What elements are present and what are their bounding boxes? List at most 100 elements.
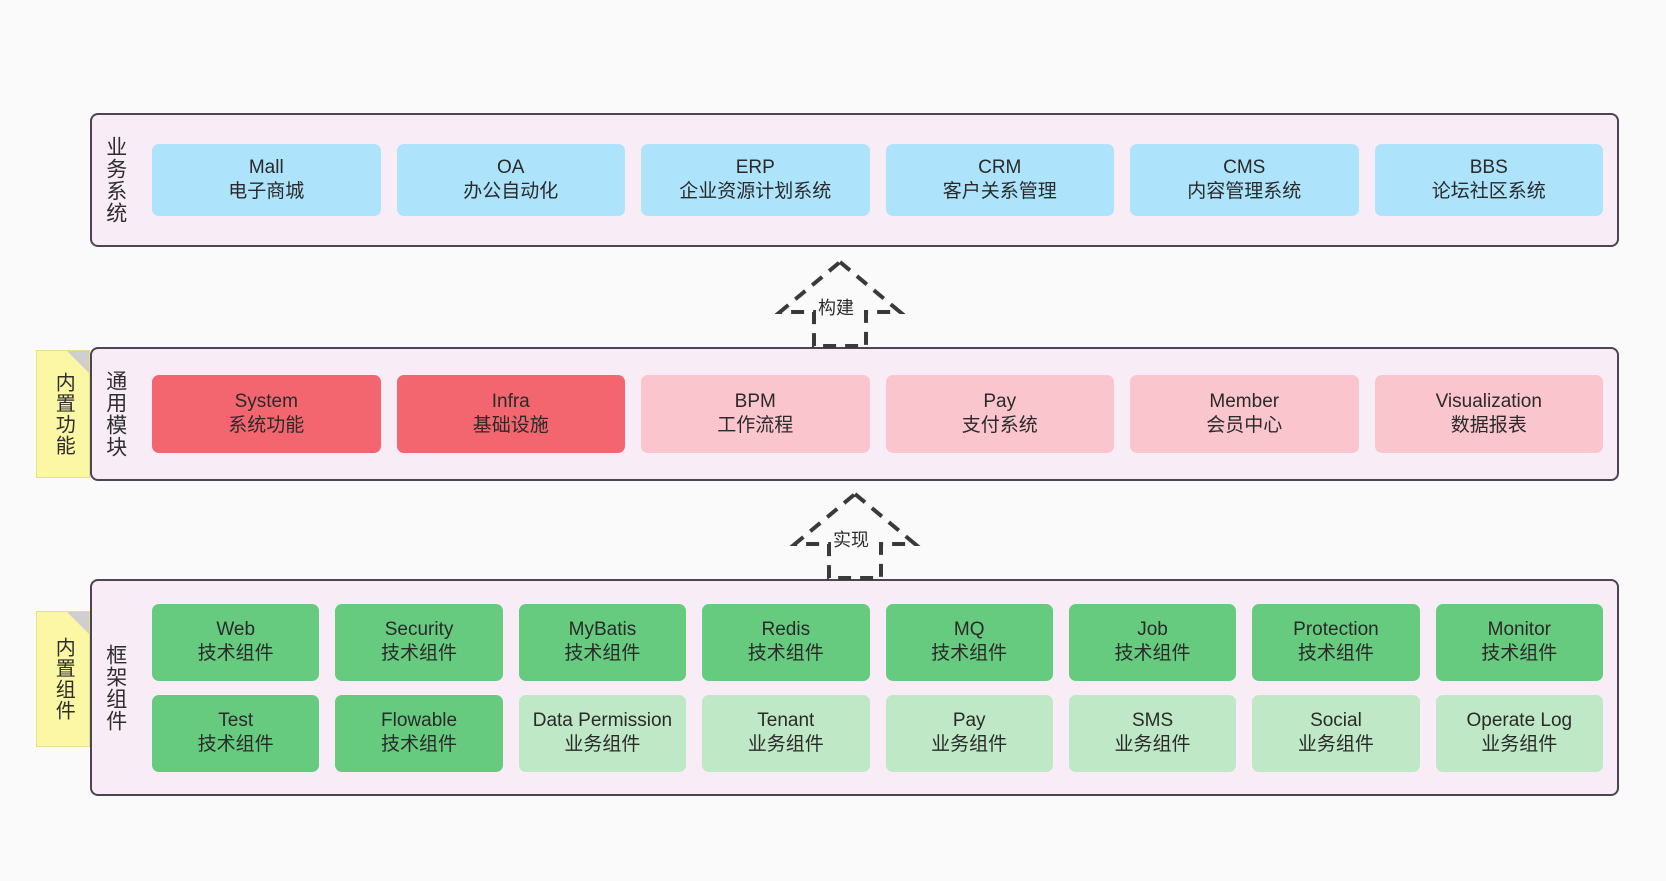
card-subtitle: 技术组件 bbox=[1297, 643, 1374, 664]
card-row: System 系统功能 Infra 基础设施 BPM 工作流程 Pay 支付系统… bbox=[152, 375, 1603, 453]
card-subtitle: 技术组件 bbox=[381, 734, 458, 755]
card-title: Pay bbox=[983, 390, 1017, 412]
layer-business-systems: 业务系统 Mall 电子商城 OA 办公自动化 ERP 企业资源计划系统 CRM… bbox=[90, 113, 1619, 247]
card-title: CMS bbox=[1223, 156, 1266, 178]
card-subtitle: 技术组件 bbox=[1481, 643, 1558, 664]
card-title: Test bbox=[218, 709, 254, 731]
card-subtitle: 企业资源计划系统 bbox=[679, 181, 832, 202]
card-subtitle: 技术组件 bbox=[564, 643, 641, 664]
note-label: 内置功能 bbox=[52, 372, 75, 456]
card-subtitle: 业务组件 bbox=[1481, 734, 1558, 755]
card-sms[interactable]: SMS 业务组件 bbox=[1068, 694, 1237, 772]
card-title: Protection bbox=[1293, 618, 1379, 640]
card-monitor[interactable]: Monitor 技术组件 bbox=[1435, 603, 1603, 681]
card-title: BBS bbox=[1469, 156, 1508, 178]
card-subtitle: 技术组件 bbox=[197, 734, 274, 755]
note-label: 内置组件 bbox=[52, 637, 75, 721]
card-subtitle: 内容管理系统 bbox=[1187, 181, 1302, 202]
card-row: Web 技术组件 Security 技术组件 MyBatis 技术组件 Redi… bbox=[152, 603, 1603, 681]
card-title: System bbox=[234, 390, 298, 412]
card-title: OA bbox=[497, 156, 525, 178]
card-subtitle: 业务组件 bbox=[1114, 734, 1191, 755]
card-subtitle: 业务组件 bbox=[747, 734, 824, 755]
card-subtitle: 电子商城 bbox=[228, 181, 305, 202]
card-title: ERP bbox=[735, 156, 775, 178]
arrow-implement: 实现 bbox=[765, 488, 945, 580]
card-title: Data Permission bbox=[532, 709, 673, 731]
card-title: Infra bbox=[491, 390, 530, 412]
card-subtitle: 办公自动化 bbox=[463, 181, 559, 202]
card-operate-log[interactable]: Operate Log 业务组件 bbox=[1435, 694, 1603, 772]
card-bpm[interactable]: BPM 工作流程 bbox=[641, 375, 870, 453]
card-title: SMS bbox=[1131, 709, 1174, 731]
card-oa[interactable]: OA 办公自动化 bbox=[396, 144, 625, 216]
card-subtitle: 业务组件 bbox=[564, 734, 641, 755]
card-title: Monitor bbox=[1487, 618, 1551, 640]
layer-common-modules: 通用模块 System 系统功能 Infra 基础设施 BPM 工作流程 Pay… bbox=[90, 347, 1619, 481]
card-subtitle: 技术组件 bbox=[931, 643, 1008, 664]
card-subtitle: 数据报表 bbox=[1450, 415, 1527, 436]
card-title: MyBatis bbox=[568, 618, 637, 640]
card-security[interactable]: Security 技术组件 bbox=[335, 603, 503, 681]
card-cms[interactable]: CMS 内容管理系统 bbox=[1130, 144, 1359, 216]
card-subtitle: 业务组件 bbox=[931, 734, 1008, 755]
card-subtitle: 技术组件 bbox=[747, 643, 824, 664]
card-web[interactable]: Web 技术组件 bbox=[152, 603, 320, 681]
card-job[interactable]: Job 技术组件 bbox=[1068, 603, 1237, 681]
card-redis[interactable]: Redis 技术组件 bbox=[702, 603, 870, 681]
card-member[interactable]: Member 会员中心 bbox=[1130, 375, 1359, 453]
note-builtin-components: 内置组件 bbox=[36, 611, 90, 747]
note-builtin-features: 内置功能 bbox=[36, 350, 90, 478]
card-title: Redis bbox=[761, 618, 811, 640]
card-visualization[interactable]: Visualization 数据报表 bbox=[1374, 375, 1603, 453]
card-title: Visualization bbox=[1435, 390, 1542, 412]
card-flowable[interactable]: Flowable 技术组件 bbox=[335, 694, 503, 772]
card-title: Security bbox=[384, 618, 454, 640]
card-erp[interactable]: ERP 企业资源计划系统 bbox=[641, 144, 870, 216]
card-title: Mall bbox=[248, 156, 284, 178]
card-pay-module[interactable]: Pay 支付系统 bbox=[885, 375, 1114, 453]
card-subtitle: 客户关系管理 bbox=[942, 181, 1057, 202]
card-subtitle: 业务组件 bbox=[1297, 734, 1374, 755]
card-title: Social bbox=[1310, 709, 1362, 731]
arrow-build: 构建 bbox=[750, 256, 930, 348]
card-infra[interactable]: Infra 基础设施 bbox=[396, 375, 625, 453]
card-subtitle: 基础设施 bbox=[472, 415, 549, 436]
card-social[interactable]: Social 业务组件 bbox=[1252, 694, 1420, 772]
card-row: Test 技术组件 Flowable 技术组件 Data Permission … bbox=[152, 694, 1603, 772]
card-protection[interactable]: Protection 技术组件 bbox=[1252, 603, 1420, 681]
card-title: Job bbox=[1137, 618, 1168, 640]
card-row: Mall 电子商城 OA 办公自动化 ERP 企业资源计划系统 CRM 客户关系… bbox=[152, 144, 1603, 216]
card-system[interactable]: System 系统功能 bbox=[152, 375, 381, 453]
card-title: Web bbox=[216, 618, 256, 640]
card-subtitle: 技术组件 bbox=[1114, 643, 1191, 664]
card-pay-component[interactable]: Pay 业务组件 bbox=[885, 694, 1053, 772]
card-subtitle: 技术组件 bbox=[381, 643, 458, 664]
card-mq[interactable]: MQ 技术组件 bbox=[885, 603, 1053, 681]
card-subtitle: 会员中心 bbox=[1206, 415, 1283, 436]
card-title: Member bbox=[1209, 390, 1280, 412]
layer-body-framework: Web 技术组件 Security 技术组件 MyBatis 技术组件 Redi… bbox=[138, 581, 1617, 794]
card-test[interactable]: Test 技术组件 bbox=[152, 694, 320, 772]
card-title: Operate Log bbox=[1466, 709, 1573, 731]
card-data-permission[interactable]: Data Permission 业务组件 bbox=[518, 694, 687, 772]
card-mall[interactable]: Mall 电子商城 bbox=[152, 144, 381, 216]
arrow-build-label: 构建 bbox=[818, 298, 854, 318]
arrow-implement-label: 实现 bbox=[833, 530, 869, 550]
layer-body-business: Mall 电子商城 OA 办公自动化 ERP 企业资源计划系统 CRM 客户关系… bbox=[138, 115, 1617, 245]
card-mybatis[interactable]: MyBatis 技术组件 bbox=[518, 603, 687, 681]
layer-label-business: 业务系统 bbox=[103, 136, 127, 224]
layer-body-modules: System 系统功能 Infra 基础设施 BPM 工作流程 Pay 支付系统… bbox=[138, 349, 1617, 479]
card-crm[interactable]: CRM 客户关系管理 bbox=[885, 144, 1114, 216]
card-title: Tenant bbox=[757, 709, 815, 731]
card-bbs[interactable]: BBS 论坛社区系统 bbox=[1374, 144, 1603, 216]
layer-label-modules: 通用模块 bbox=[103, 370, 127, 458]
card-subtitle: 工作流程 bbox=[717, 415, 794, 436]
card-tenant[interactable]: Tenant 业务组件 bbox=[702, 694, 870, 772]
card-title: Flowable bbox=[381, 709, 458, 731]
layer-framework-components: 框架组件 Web 技术组件 Security 技术组件 MyBatis 技术组件… bbox=[90, 579, 1619, 796]
card-subtitle: 系统功能 bbox=[228, 415, 305, 436]
card-title: Pay bbox=[952, 709, 986, 731]
card-title: MQ bbox=[953, 618, 985, 640]
